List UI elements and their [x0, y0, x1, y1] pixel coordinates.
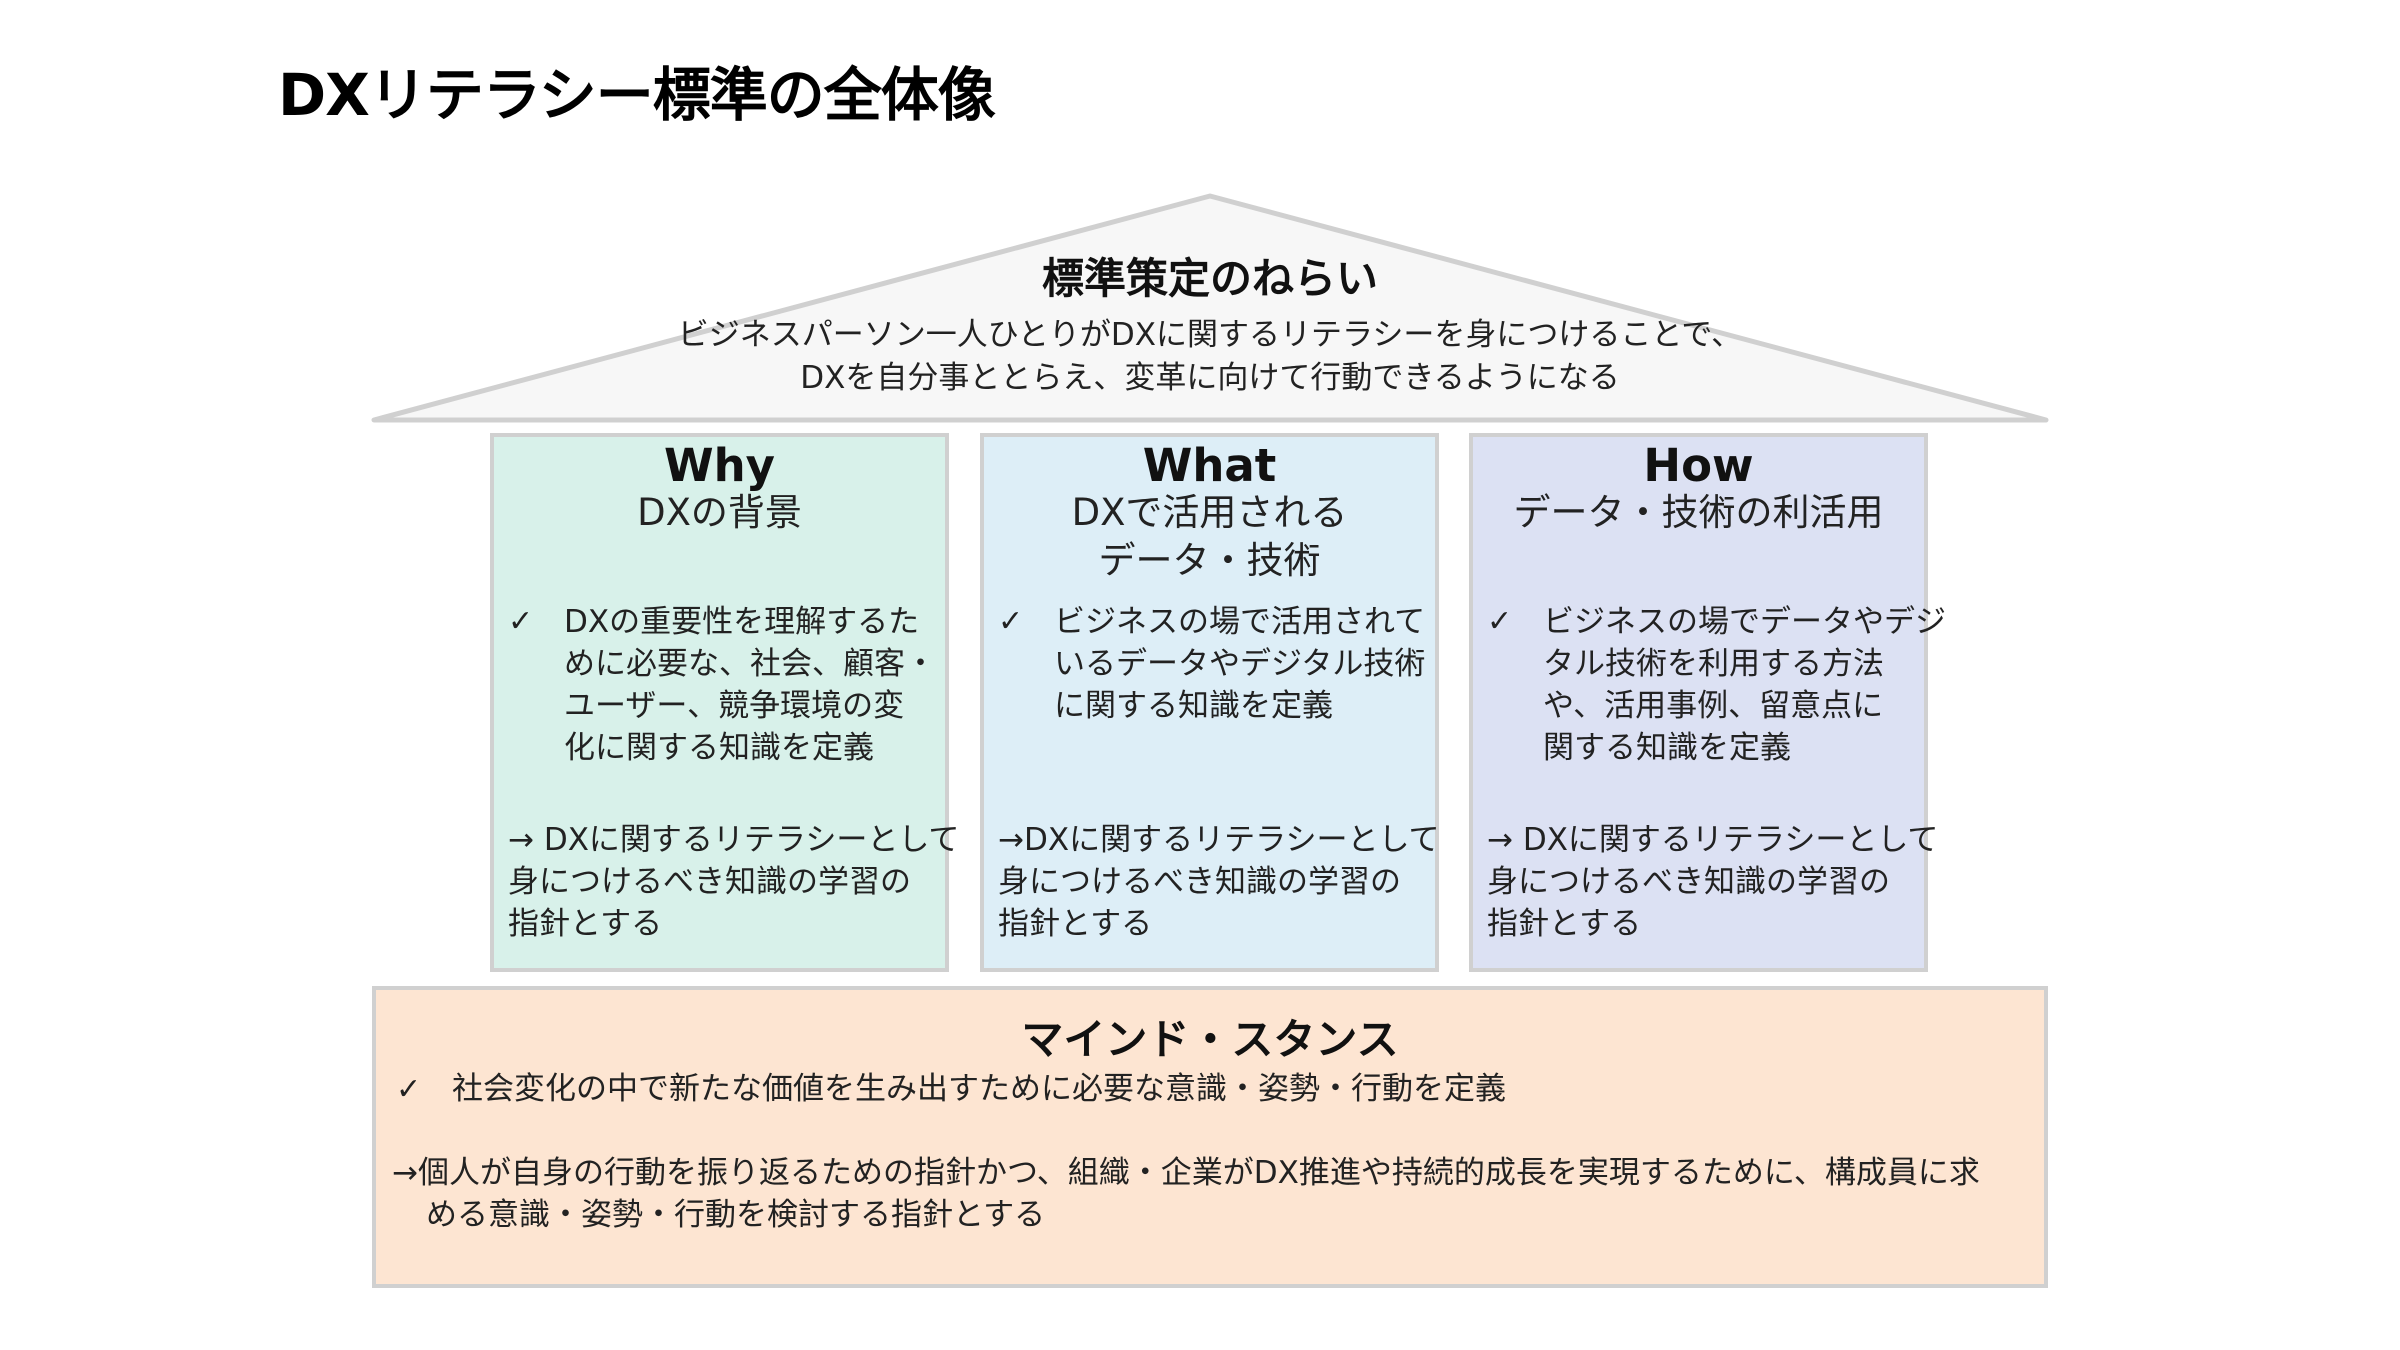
definition-line: や、活用事例、留意点に [1543, 688, 1884, 724]
definition-line: いるデータやデジタル技術 [1054, 646, 1426, 682]
pillar-subtitle: データ・技術の利活用 [1513, 491, 1884, 534]
foundation-title: マインド・スタンス [1021, 1015, 1399, 1064]
pillar-heading: Why [663, 439, 775, 492]
guideline-line: 身につけるべき知識の学習の [998, 864, 1401, 900]
pillar-how: How データ・技術の利活用 ✓ ビジネスの場でデータやデジ タル技術を利用する… [1469, 433, 1946, 972]
definition-line: 化に関する知識を定義 [564, 730, 874, 766]
pillar-guideline: → DXに関するリテラシーとして 身につけるべき知識の学習の 指針とする [1487, 819, 1939, 945]
pillar-subtitle: DXで活用される [1071, 491, 1348, 534]
check-icon: ✓ [1487, 604, 1513, 639]
pillar-guideline: →DXに関するリテラシーとして 身につけるべき知識の学習の 指針とする [998, 819, 1440, 945]
guideline-line: 指針とする [998, 906, 1153, 942]
roof-line: ビジネスパーソン一人ひとりがDXに関するリテラシーを身につけることで、 [677, 317, 1743, 353]
pillar-heading: How [1643, 439, 1754, 492]
guideline-line: 指針とする [1487, 906, 1642, 942]
guideline-line: → DXに関するリテラシーとして [508, 822, 960, 858]
guideline-line: 身につけるべき知識の学習の [1487, 864, 1890, 900]
pillar-subtitle: データ・技術 [1098, 539, 1321, 582]
pillar-guideline: → DXに関するリテラシーとして 身につけるべき知識の学習の 指針とする [508, 819, 960, 945]
definition-line: めに必要な、社会、顧客・ [564, 646, 936, 682]
guideline-line: → DXに関するリテラシーとして [1487, 822, 1939, 858]
page-title: DXリテラシー標準の全体像 [278, 61, 996, 129]
check-icon: ✓ [508, 604, 534, 639]
definition-line: ビジネスの場で活用されて [1054, 604, 1426, 640]
definition-line: タル技術を利用する方法 [1543, 646, 1884, 682]
pillar-subtitle: DXの背景 [637, 491, 802, 534]
guideline-line: →個人が自身の行動を振り返るための指針かつ、組織・企業がDX推進や持続的成長を実… [392, 1155, 1980, 1191]
guideline-line: 指針とする [508, 906, 663, 942]
roof-title: 標準策定のねらい [1041, 254, 1378, 303]
pillar-heading: What [1142, 439, 1277, 492]
definition-line: に関する知識を定義 [1054, 688, 1333, 724]
definition-line: 関する知識を定義 [1543, 730, 1791, 766]
definition-line: ユーザー、競争環境の変 [564, 688, 905, 724]
pillar-definition: ✓ ビジネスの場でデータやデジ タル技術を利用する方法 や、活用事例、留意点に … [1487, 601, 1946, 769]
guideline-line: 身につけるべき知識の学習の [508, 864, 911, 900]
check-icon: ✓ [998, 604, 1024, 639]
foundation-definition: ✓ 社会変化の中で新たな価値を生み出すために必要な意識・姿勢・行動を定義 [396, 1068, 1506, 1111]
roof-shape [371, 193, 2049, 423]
definition-line: 社会変化の中で新たな価値を生み出すために必要な意識・姿勢・行動を定義 [452, 1071, 1506, 1107]
definition-line: DXの重要性を理解するた [564, 604, 920, 640]
guideline-line: める意識・姿勢・行動を検討する指針とする [426, 1197, 1046, 1233]
pillar-definition: ✓ DXの重要性を理解するた めに必要な、社会、顧客・ ユーザー、競争環境の変 … [508, 601, 936, 769]
definition-line: ビジネスの場でデータやデジ [1543, 604, 1946, 640]
check-icon: ✓ [396, 1072, 422, 1107]
roof-line: DXを自分事ととらえ、変革に向けて行動できるようになる [800, 360, 1620, 396]
guideline-line: →DXに関するリテラシーとして [998, 822, 1440, 858]
pillar-definition: ✓ ビジネスの場で活用されて いるデータやデジタル技術 に関する知識を定義 [998, 601, 1425, 727]
pillar-what: What DXで活用される データ・技術 ✓ ビジネスの場で活用されて いるデー… [980, 433, 1440, 972]
foundation-mind-stance: マインド・スタンス ✓ 社会変化の中で新たな価値を生み出すために必要な意識・姿勢・… [372, 986, 2048, 1288]
pillar-why: Why DXの背景 ✓ DXの重要性を理解するた めに必要な、社会、顧客・ ユー… [490, 433, 960, 972]
